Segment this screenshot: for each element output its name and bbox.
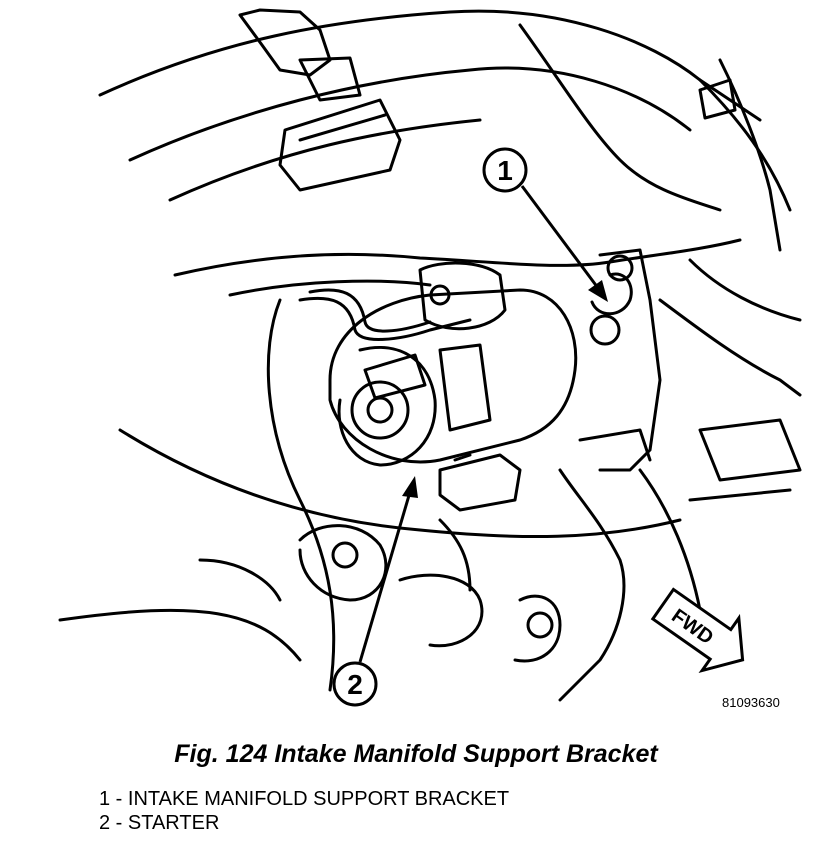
fwd-arrow-shape [650,587,745,674]
callout-2-leader [358,491,412,663]
callout-1-arrowhead [588,280,608,302]
callout-1-leader [520,185,600,289]
callout-1: 1 [482,147,608,302]
legend-item-1: 1 - INTAKE MANIFOLD SUPPORT BRACKET [99,788,510,810]
line-drawing [58,8,802,702]
figure-caption: Fig. 124 Intake Manifold Support Bracket [174,740,658,768]
engine-illustration: 1 2 FWD 81093630 [58,8,802,710]
callout-1-circle [482,147,528,193]
forward-direction-arrow: FWD [650,587,745,674]
callout-1-number: 1 [497,155,513,186]
callout-2-number: 2 [347,669,363,700]
callout-2-arrowhead [402,476,418,498]
legend-item-2: 2 - STARTER [99,812,220,834]
figure-reference-number: 81093630 [722,695,780,710]
callout-2-circle [332,661,378,707]
legend: 1 - INTAKE MANIFOLD SUPPORT BRACKET 2 - … [99,787,509,835]
callout-2: 2 [332,476,418,707]
